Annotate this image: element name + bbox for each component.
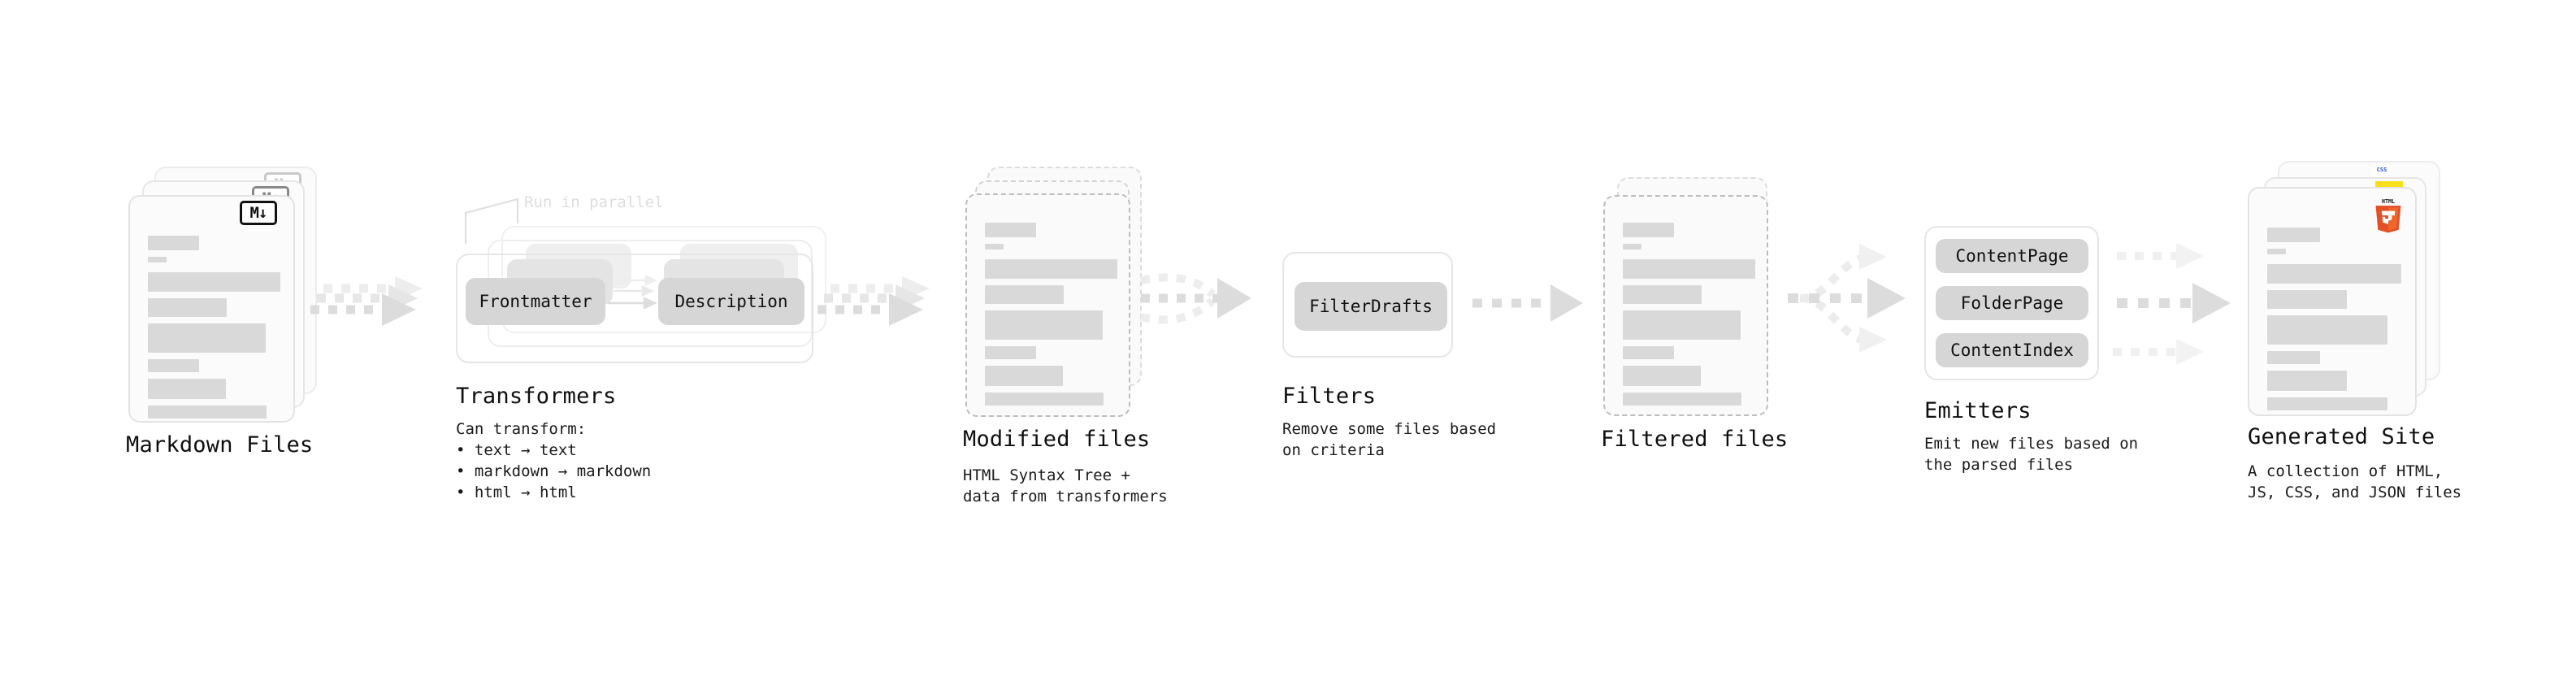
card-content — [2267, 228, 2401, 417]
stage-title-transformers: Transformers — [456, 384, 617, 409]
transformers-bullet-0: • text → text — [456, 441, 577, 459]
content-bar — [2267, 290, 2347, 309]
transformer-panel-front: Frontmatter Description — [456, 254, 813, 363]
content-bar — [2267, 397, 2387, 410]
modified-file-card-front — [965, 193, 1130, 417]
content-bar — [1623, 310, 1741, 340]
content-bar — [148, 323, 266, 353]
emitters-desc: Emit new files based on the parsed files — [1924, 435, 2139, 474]
filtered-file-card-front — [1603, 195, 1768, 416]
content-bar — [2267, 228, 2320, 242]
filters-panel: FilterDrafts — [1282, 252, 1453, 358]
content-bar — [148, 406, 267, 419]
content-bar — [985, 366, 1063, 386]
card-content — [1623, 223, 1755, 412]
content-bar — [985, 310, 1103, 340]
content-bar — [2267, 264, 2401, 284]
run-in-parallel-label: Run in parallel — [524, 193, 664, 211]
card-content — [985, 223, 1117, 412]
generated-site-desc: A collection of HTML, JS, CSS, and JSON … — [2248, 462, 2462, 501]
modified-files-desc: HTML Syntax Tree + data from transformer… — [963, 466, 1168, 505]
content-bar — [148, 257, 167, 262]
emitter-chip-contentpage[interactable]: ContentPage — [1936, 239, 2088, 273]
content-bar — [1623, 244, 1641, 249]
transformer-chip-description[interactable]: Description — [658, 278, 804, 325]
site-file-card-front: HTML — [2248, 187, 2417, 416]
content-bar — [148, 298, 227, 317]
content-bar — [985, 346, 1036, 359]
transformer-chip-frontmatter[interactable]: Frontmatter — [466, 278, 605, 325]
content-bar — [148, 359, 199, 372]
card-content — [148, 236, 280, 425]
content-bar — [1623, 285, 1702, 304]
markdown-badge-front: M↓ — [240, 201, 277, 225]
emitter-chip-contentindex[interactable]: ContentIndex — [1936, 333, 2088, 367]
content-bar — [985, 223, 1036, 237]
content-bar — [985, 244, 1004, 249]
transformers-bullet-1: • markdown → markdown — [456, 462, 652, 480]
transformers-bullet-2: • html → html — [456, 484, 577, 501]
content-bar — [1623, 259, 1755, 279]
content-bar — [985, 259, 1117, 279]
stage-title-generated-site: Generated Site — [2248, 424, 2435, 449]
content-bar — [2267, 315, 2387, 345]
transformers-desc-head: Can transform: — [456, 420, 587, 438]
stage-title-filtered-files: Filtered files — [1601, 427, 1789, 452]
content-bar — [1623, 366, 1701, 386]
content-bar — [1623, 393, 1741, 406]
content-bar — [148, 379, 226, 399]
content-bar — [148, 236, 199, 250]
stage-title-modified-files: Modified files — [963, 427, 1151, 452]
filter-chip-filterdrafts[interactable]: FilterDrafts — [1295, 282, 1447, 331]
emitter-chip-folderpage[interactable]: FolderPage — [1936, 286, 2088, 320]
markdown-file-card-front — [128, 195, 295, 423]
stage-title-filters: Filters — [1282, 384, 1377, 409]
content-bar — [1623, 346, 1674, 359]
content-bar — [148, 272, 280, 292]
stage-title-markdown-files: Markdown Files — [126, 432, 314, 458]
stage-title-emitters: Emitters — [1924, 398, 2032, 423]
filters-desc: Remove some files based on criteria — [1282, 420, 1497, 459]
html5-badge: HTML — [2375, 198, 2401, 233]
svg-text:HTML: HTML — [2382, 198, 2395, 205]
content-bar — [985, 285, 1064, 304]
content-bar — [2267, 351, 2320, 364]
emitters-panel: ContentPage FolderPage ContentIndex — [1924, 226, 2099, 380]
content-bar — [1623, 223, 1674, 237]
content-bar — [985, 393, 1104, 406]
content-bar — [2267, 371, 2347, 391]
content-bar — [2267, 249, 2286, 254]
